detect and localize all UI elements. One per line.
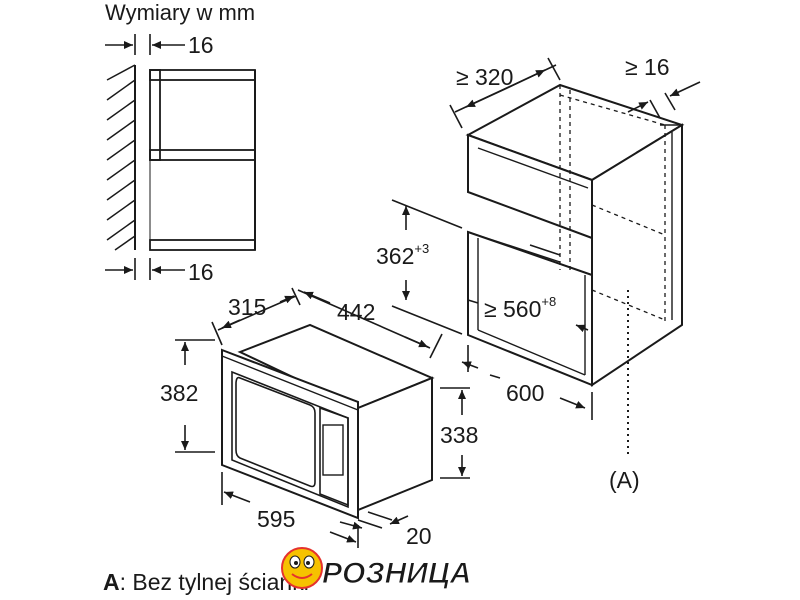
microwave-front-depth-label: 20	[406, 523, 432, 549]
side-top-dimension	[105, 34, 185, 55]
microwave-front-height-dimension	[175, 339, 215, 453]
microwave-body-height-dimension	[440, 387, 470, 479]
cabinet-height-dimension	[391, 199, 463, 335]
cabinet-depth-dimension	[449, 57, 561, 129]
microwave-depth-dimension	[211, 287, 301, 346]
side-bottom-dimension	[105, 258, 185, 280]
diagram-title: Wymiary w mm	[105, 0, 255, 25]
logo-mascot-icon	[281, 547, 323, 589]
cabinet-total-width-label: 600	[506, 380, 544, 406]
footnote-letter: A	[103, 569, 120, 595]
microwave-control-panel	[319, 406, 349, 507]
microwave-window	[235, 376, 316, 488]
microwave-front-width-label: 595	[257, 506, 295, 532]
cabinet-depth-label: ≥ 320	[456, 64, 513, 90]
side-view	[106, 64, 256, 251]
wall-hatching	[106, 64, 136, 251]
microwave-door	[231, 370, 349, 509]
side-bottom-dim-label: 16	[188, 259, 214, 285]
footnote-text: : Bez tylnej ścianki	[120, 569, 309, 595]
rear-opening-marker: (A)	[609, 467, 640, 493]
microwave-front-frame	[221, 348, 359, 520]
cabinet-width-label: ≥ 560+8	[484, 294, 556, 322]
microwave-depth-label: 315	[228, 294, 266, 320]
microwave-front-height-label: 382	[160, 380, 198, 406]
middle-shelf	[149, 149, 256, 161]
cabinet-height-label: 362+3	[376, 241, 429, 269]
microwave-width-label: 442	[337, 299, 375, 325]
side-top-dim-label: 16	[188, 32, 214, 58]
lower-shelf	[149, 239, 256, 251]
cabinet-total-width-dimension	[461, 345, 593, 420]
microwave-body-height-label: 338	[440, 422, 478, 448]
microwave-front-depth-dimension	[339, 511, 409, 530]
cabinet	[465, 83, 685, 455]
cabinet-side-dimension	[627, 81, 701, 119]
logo-text: РОЗНИЦА	[322, 557, 471, 590]
microwave-width-dimension	[297, 289, 443, 359]
microwave	[221, 323, 435, 520]
upper-shelf	[149, 69, 256, 81]
cabinet-side-label: ≥ 16	[625, 54, 670, 80]
roznica-logo: РОЗНИЦА	[281, 547, 472, 591]
side-panel-upper	[149, 69, 161, 161]
footnote: A: Bez tylnej ścianki	[103, 569, 309, 595]
cabinet-width-dimension	[467, 244, 589, 333]
